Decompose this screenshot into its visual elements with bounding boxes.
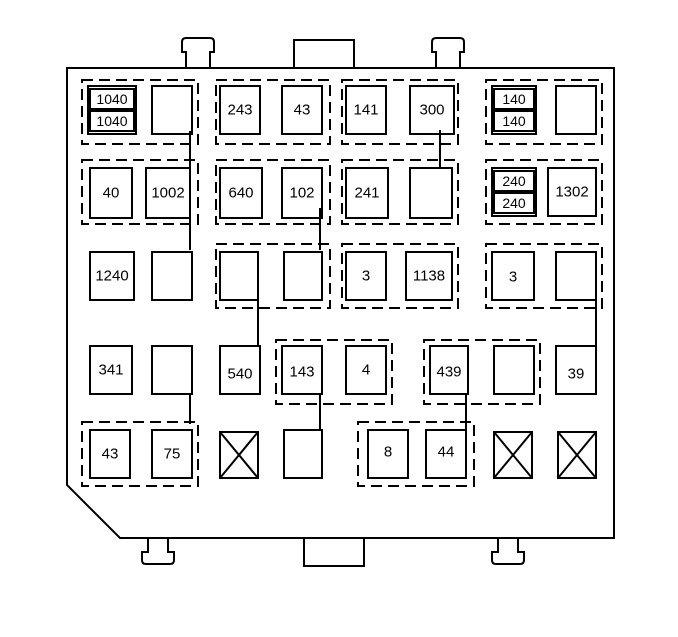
fuse-140-pair: 140 140 [491, 85, 537, 135]
fuse-label: 140 [502, 91, 526, 107]
fuse-241: 241 [345, 167, 389, 219]
fuse-label: 240 [502, 173, 526, 189]
fuse-label: 75 [164, 446, 181, 463]
fuse-1040-pair: 1040 1040 [87, 85, 137, 135]
fuse-label: 240 [502, 195, 526, 211]
empty-fuse-slot [493, 345, 535, 395]
fuse-label: 141 [353, 102, 378, 119]
top-mounting-tabs [181, 37, 465, 68]
fuse-label: 102 [289, 185, 314, 202]
fuse-540: 540 [219, 345, 261, 395]
fuse-label: 1240 [95, 268, 128, 285]
fuse-143: 143 [281, 345, 323, 395]
fuse-label: 3 [362, 268, 370, 285]
fuse-label: 640 [228, 185, 253, 202]
unused-slot-x-icon [557, 431, 597, 479]
fuse-300: 300 [409, 85, 455, 135]
fuse-label: 300 [419, 102, 444, 119]
fuse-1302: 1302 [547, 167, 597, 217]
fuse-1240: 1240 [89, 251, 135, 301]
empty-fuse-slot [283, 429, 323, 479]
empty-fuse-slot [555, 85, 597, 135]
fuse-label: 1040 [96, 91, 127, 107]
fuse-243: 243 [219, 85, 261, 135]
fuse-1138: 1138 [405, 251, 453, 301]
fuse-block-outline [66, 67, 615, 539]
fuse-44: 44 [425, 429, 467, 479]
unused-slot-x-icon [219, 431, 259, 479]
fuse-label: 540 [227, 366, 252, 383]
fuse-3: 3 [345, 251, 387, 301]
fuse-label: 40 [103, 185, 120, 202]
fuse-240-pair: 240 240 [491, 167, 537, 217]
fuse-label: 140 [502, 113, 526, 129]
empty-fuse-slot [555, 251, 597, 301]
empty-fuse-slot [151, 251, 193, 301]
bottom-mounting-tabs [141, 538, 525, 567]
fuse-label: 1302 [555, 184, 588, 201]
empty-fuse-slot [219, 251, 259, 301]
fuse-label: 439 [436, 364, 461, 381]
fuse-label: 39 [568, 366, 585, 383]
fuse-label: 44 [438, 444, 455, 461]
fuse-label: 1040 [96, 113, 127, 129]
fuse-39: 39 [555, 345, 597, 395]
empty-fuse-slot [283, 251, 323, 301]
fuse-341: 341 [89, 345, 133, 395]
fuse-75: 75 [151, 429, 193, 479]
unused-slot-x-icon [493, 431, 533, 479]
fuse-label: 241 [354, 185, 379, 202]
fuse-40: 40 [89, 167, 133, 219]
fuse-label: 1002 [151, 185, 184, 202]
empty-fuse-slot [409, 167, 453, 219]
fuse-8: 8 [367, 429, 409, 479]
fuse-439: 439 [429, 345, 469, 395]
fuse-label: 43 [102, 446, 119, 463]
fuse-label: 8 [384, 444, 392, 461]
fuse-43: 43 [89, 429, 131, 479]
fuse-label: 1138 [413, 268, 445, 285]
fuse-102: 102 [281, 167, 323, 219]
fuse-640: 640 [219, 167, 263, 219]
fuse-4: 4 [345, 345, 387, 395]
fuse-43: 43 [281, 85, 323, 135]
fuse-141: 141 [345, 85, 387, 135]
fuse-label: 43 [294, 102, 311, 119]
fuse-label: 243 [227, 102, 252, 119]
fuse-3: 3 [491, 251, 535, 301]
fuse-label: 3 [509, 269, 517, 286]
fuse-1002: 1002 [145, 167, 191, 219]
dashed-group-outlines [81, 79, 603, 487]
fuse-label: 341 [98, 362, 123, 379]
fuse-label: 4 [362, 362, 370, 379]
fuse-label: 143 [289, 364, 314, 381]
empty-fuse-slot [151, 85, 193, 135]
empty-fuse-slot [151, 345, 193, 395]
